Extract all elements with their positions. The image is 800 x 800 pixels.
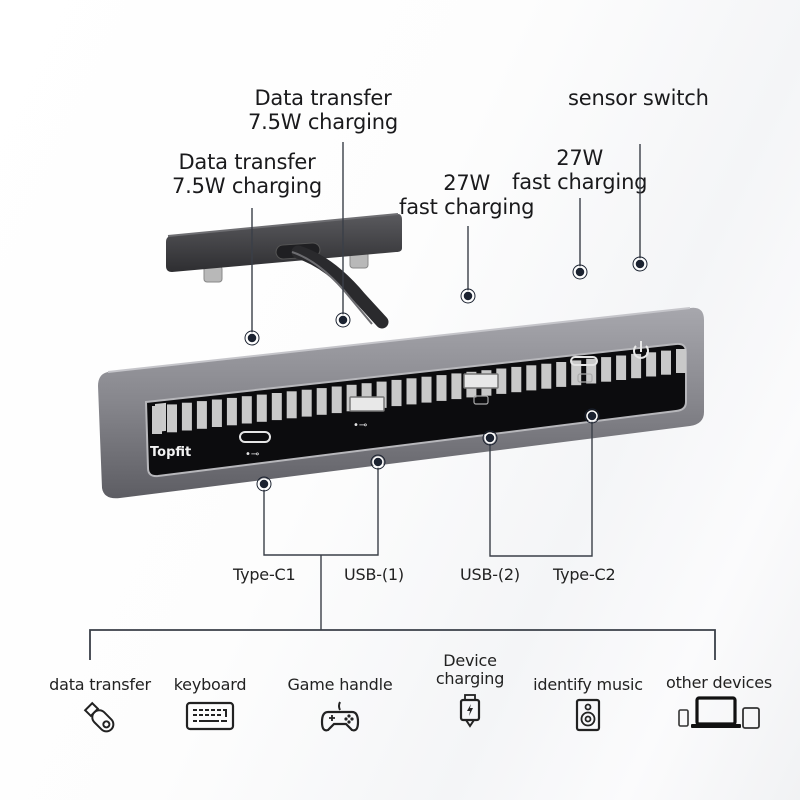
led-segment <box>676 349 686 373</box>
led-segment <box>436 375 447 401</box>
callout-sensor-label: sensor switch <box>568 86 709 110</box>
callout-line2: 7.5W charging <box>248 110 399 135</box>
callout-line1: 27W <box>556 146 604 170</box>
callout-typec1-label: Data transfer 7.5W charging <box>172 150 322 198</box>
use-label-line2: charging <box>435 669 505 689</box>
led-segment <box>391 379 402 407</box>
led-segment <box>661 350 671 375</box>
led-segment <box>571 360 582 386</box>
callout-line1: Data transfer <box>178 150 316 174</box>
phone-icon <box>678 709 689 728</box>
use-label: data transfer <box>49 675 151 694</box>
use-device-charging: Device charging <box>420 651 520 729</box>
led-segment <box>631 353 642 379</box>
callout-line2: fast charging <box>399 195 535 220</box>
led-segment <box>316 388 327 415</box>
callout-typec2-label: 27W fast charging <box>512 146 648 195</box>
svg-text:•⊸: •⊸ <box>353 420 367 431</box>
callout-dot-rings <box>244 256 648 492</box>
use-identify-music: identify music <box>528 675 648 732</box>
use-data-transfer: data transfer <box>44 675 156 738</box>
use-keyboard: keyboard <box>160 675 260 732</box>
callout-line2: 7.5W charging <box>172 174 323 199</box>
usb-flash-drive-icon <box>83 702 115 733</box>
led-segment <box>271 393 282 421</box>
port-label-usb2: USB-(2) <box>460 565 520 584</box>
led-segment <box>406 378 417 405</box>
use-label: identify music <box>533 675 643 694</box>
use-label-line1: Device <box>443 651 497 670</box>
laptop-icon <box>695 696 737 726</box>
led-segment <box>241 396 252 424</box>
led-segment <box>226 397 237 426</box>
led-segment <box>211 399 222 427</box>
sensor-power-icon <box>633 341 649 359</box>
svg-text:•⊸: •⊸ <box>245 449 259 460</box>
led-segment <box>601 357 612 382</box>
led-segment <box>256 394 267 422</box>
devices-icon <box>678 696 760 730</box>
led-segment <box>152 406 162 434</box>
led-segment <box>451 373 462 400</box>
led-segment <box>586 358 597 384</box>
mount-block <box>166 213 402 283</box>
led-segment <box>496 368 507 394</box>
keyboard-icon <box>185 702 235 731</box>
charging-plug-icon <box>459 693 481 728</box>
speaker-icon <box>575 699 601 732</box>
tablet-icon <box>742 707 760 730</box>
port-label-usb1: USB-(1) <box>344 565 404 584</box>
brand-logo: Topfit <box>150 445 191 460</box>
callout-line1: 27W <box>443 171 491 195</box>
led-segment <box>541 363 552 389</box>
led-segment <box>616 355 627 380</box>
led-segment <box>646 352 657 377</box>
port-label-typec2: Type-C2 <box>553 565 616 584</box>
led-segment <box>526 365 537 391</box>
led-segment <box>511 366 522 393</box>
callout-usb1-label: Data transfer 7.5W charging <box>248 86 398 134</box>
callout-dots <box>246 258 646 490</box>
led-segment <box>331 386 342 414</box>
callout-line1: Data transfer <box>254 86 392 110</box>
port-typec1: •⊸ <box>239 431 271 460</box>
led-segment <box>286 391 297 419</box>
led-segment <box>376 381 387 408</box>
port-label-typec1: Type-C1 <box>233 565 296 584</box>
use-label: Game handle <box>287 675 393 694</box>
use-label: keyboard <box>173 675 247 694</box>
callout-line2: fast charging <box>512 170 648 195</box>
led-segment <box>556 362 567 387</box>
use-game-handle: Game handle <box>280 675 400 736</box>
callout-usb2-label: 27W fast charging <box>399 171 535 220</box>
use-other-devices: other devices <box>658 673 780 730</box>
use-label: other devices <box>665 673 772 692</box>
led-segment <box>167 404 177 433</box>
cable <box>291 245 389 329</box>
led-segment <box>196 401 207 429</box>
callout-line1: sensor switch <box>568 86 709 110</box>
led-segment <box>301 389 312 417</box>
gamepad-icon <box>320 701 360 732</box>
port-typec2 <box>570 356 598 383</box>
port-usb2 <box>463 373 499 405</box>
led-segment <box>181 402 192 431</box>
port-usb1: •⊸ <box>349 396 385 431</box>
led-segment <box>421 376 432 403</box>
